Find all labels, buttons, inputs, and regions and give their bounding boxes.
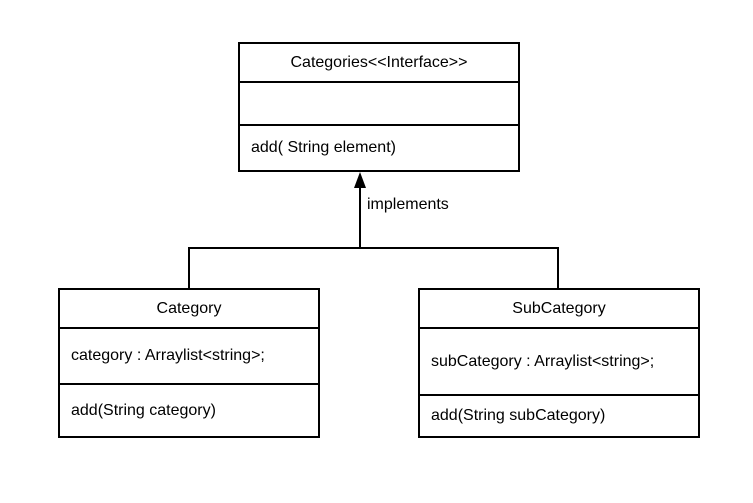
subcategory-class-box[interactable]: SubCategory subCategory : Arraylist<stri… [418, 288, 700, 438]
interface-name: Categories<<Interface>> [290, 53, 468, 71]
category-methods-section: add(String category) [60, 383, 318, 436]
interface-attributes-section [240, 81, 518, 124]
implements-label: implements [367, 196, 449, 213]
interface-name-section: Categories<<Interface>> [240, 44, 518, 81]
category-name-section: Category [60, 290, 318, 327]
subcategory-attribute: subCategory : Arraylist<string>; [431, 352, 655, 370]
category-attribute: category : Arraylist<string>; [71, 347, 265, 364]
subcategory-name: SubCategory [512, 299, 606, 317]
subcategory-methods-section: add(String subCategory) [420, 394, 698, 436]
subcategory-attributes-section: subCategory : Arraylist<string>; [420, 327, 698, 394]
interface-class-box[interactable]: Categories<<Interface>> add( String elem… [238, 42, 520, 172]
category-method: add(String category) [71, 401, 216, 419]
subcategory-name-section: SubCategory [420, 290, 698, 327]
arrowhead-icon [354, 172, 366, 188]
category-class-box[interactable]: Category category : Arraylist<string>; a… [58, 288, 320, 438]
interface-methods-section: add( String element) [240, 124, 518, 170]
category-attributes-section: category : Arraylist<string>; [60, 327, 318, 383]
subcategory-method: add(String subCategory) [431, 407, 606, 424]
category-name: Category [156, 299, 222, 317]
interface-method: add( String element) [251, 139, 396, 156]
